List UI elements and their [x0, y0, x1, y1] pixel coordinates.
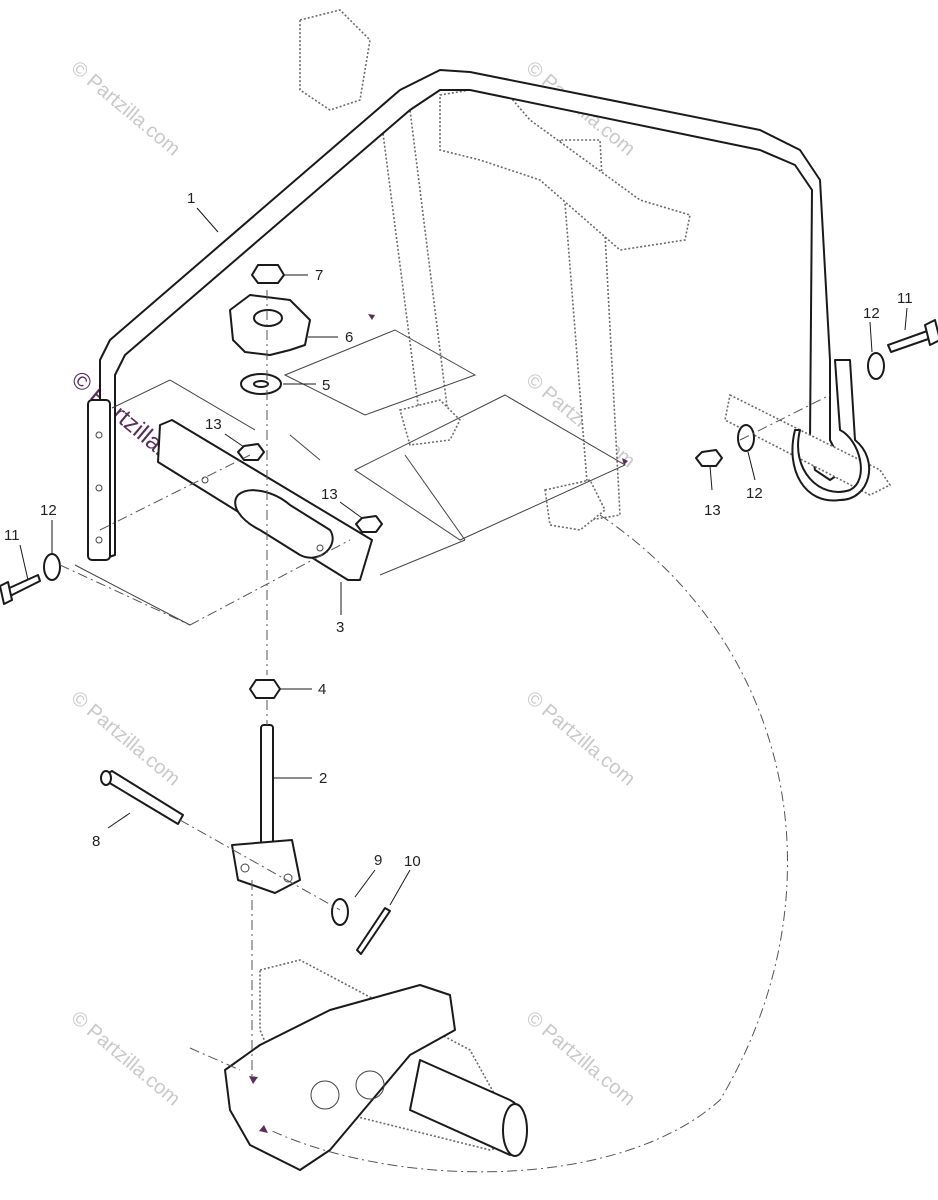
watermark-8: © Partzilla.com	[522, 1007, 639, 1110]
part-6-adjuster-knob	[229, 294, 311, 356]
callout-labels: 1 7 6 5 13 13 3 11 12 4 2 8 9 10 12 11 1…	[4, 190, 913, 870]
callout-7: 7	[315, 267, 323, 284]
part-4-nut	[249, 679, 281, 699]
part-7-nut	[251, 264, 285, 284]
watermarks: © Partzilla.com © Partzilla.com © Partzi…	[66, 57, 639, 1110]
right-pivot-assembly	[724, 359, 892, 502]
part-9-washer	[331, 898, 349, 926]
callout-13-mid: 13	[321, 486, 338, 503]
watermark-6: © Partzilla.com	[522, 687, 639, 790]
part-1-frame	[87, 69, 846, 561]
watermark-1: © Partzilla.com	[67, 57, 184, 160]
part-3-bracket-plate	[157, 419, 373, 581]
callout-5: 5	[322, 377, 330, 394]
part-10-cotter-pin	[356, 907, 391, 955]
callout-6: 6	[345, 329, 353, 346]
part-2-rod	[231, 724, 301, 894]
part-13-nuts	[237, 443, 723, 533]
callout-11-right: 11	[897, 290, 913, 307]
callout-12-left: 12	[40, 502, 57, 519]
callout-1: 1	[187, 190, 195, 207]
assembly-lines	[59, 290, 831, 1173]
callout-4: 4	[318, 681, 326, 698]
leader-lines	[19, 207, 908, 1133]
watermark-7: © Partzilla.com	[67, 1007, 184, 1110]
callout-13-left: 13	[205, 416, 222, 433]
watermark-5: © Partzilla.com	[67, 687, 184, 790]
callout-8: 8	[92, 833, 100, 850]
background-frame-ghost	[283, 9, 691, 541]
callout-11-left: 11	[4, 527, 20, 544]
part-12-washers	[43, 352, 885, 581]
part-8-pin	[100, 770, 184, 825]
part-11-bolts	[0, 319, 938, 605]
callout-9: 9	[374, 852, 382, 869]
part-5-washer	[240, 373, 282, 395]
callout-13-right: 13	[704, 502, 721, 519]
callout-2: 2	[319, 770, 327, 787]
lower-mount-bracket	[224, 959, 528, 1171]
callout-3: 3	[336, 619, 344, 636]
callout-12-right-bottom: 12	[746, 485, 763, 502]
callout-10: 10	[404, 853, 421, 870]
callout-12-right-top: 12	[863, 305, 880, 322]
